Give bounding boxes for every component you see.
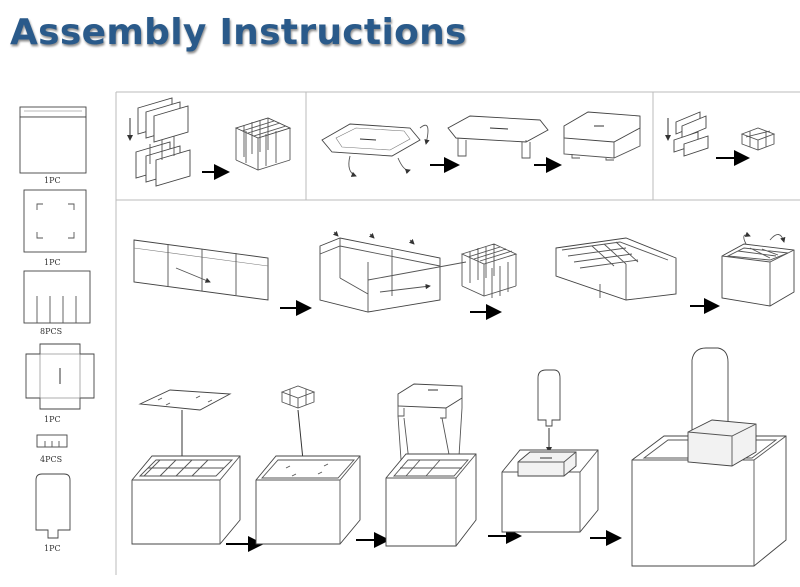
step-frames — [116, 91, 800, 201]
part-header-card — [35, 473, 71, 539]
part-label-box: 1PC — [44, 176, 61, 185]
parts-list: 1PC 1PC 8PCS 1PC 4PCS 1PC — [19, 92, 117, 575]
step-5-final-assembly — [131, 347, 787, 567]
part-label-dividers: 8PCS — [40, 327, 62, 336]
step-3-small-dividers — [665, 111, 776, 166]
part-pad — [23, 189, 87, 253]
part-dividers — [23, 270, 91, 324]
step-2-fold-platform — [321, 111, 641, 177]
part-box — [19, 106, 87, 174]
part-small-dividers — [36, 434, 68, 448]
step-4-fold-box — [133, 230, 795, 320]
part-label-platform: 1PC — [44, 415, 61, 424]
part-label-pad: 1PC — [44, 258, 61, 267]
part-label-header-card: 1PC — [44, 544, 61, 553]
step-1-divider-grid — [127, 97, 292, 187]
part-label-small-dividers: 4PCS — [40, 455, 62, 464]
page-title: Assembly Instructions — [10, 12, 467, 53]
part-platform — [25, 343, 95, 410]
